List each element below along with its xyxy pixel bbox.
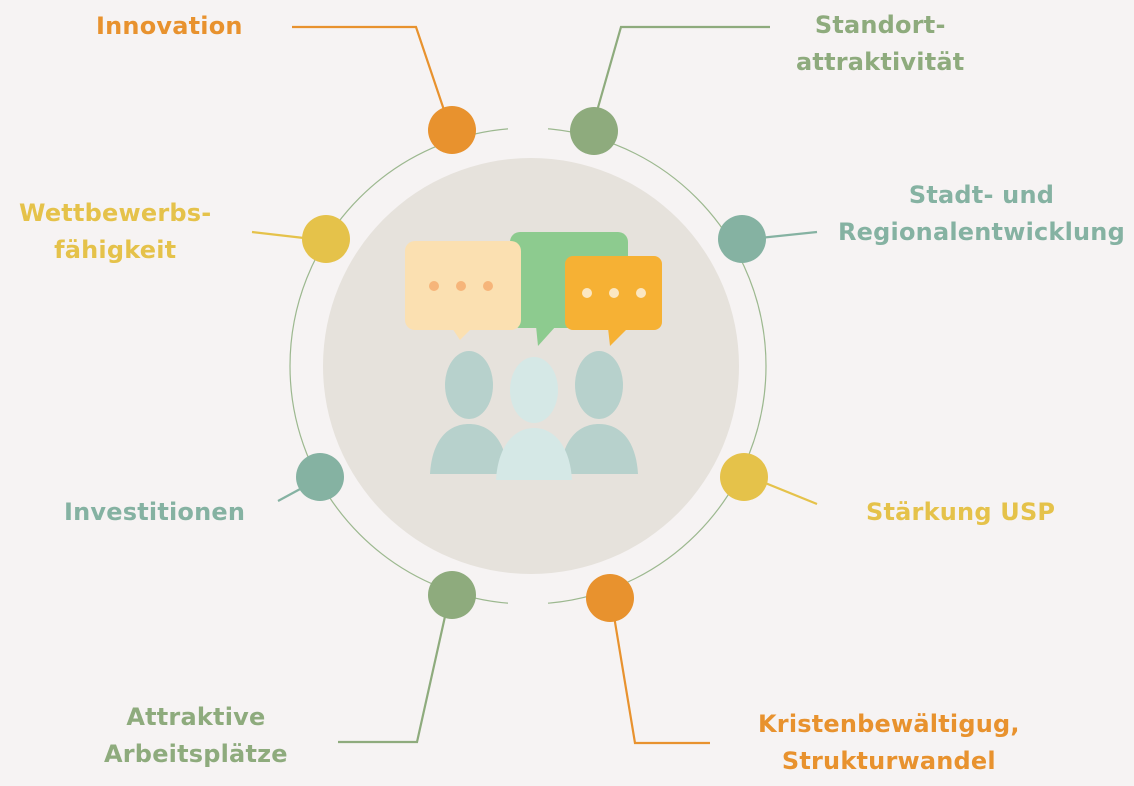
- label-line: Stärkung USP: [866, 498, 1056, 526]
- connector-standort: [595, 25, 770, 112]
- label-wettbewerbsfaehigkeit: Wettbewerbs- fähigkeit: [19, 195, 211, 269]
- connector-invest: [277, 487, 303, 502]
- label-line: Investitionen: [64, 498, 246, 526]
- connector-wettbewerb: [251, 230, 305, 240]
- label-line: Stadt- und: [908, 181, 1055, 209]
- person-right-icon: [560, 351, 638, 474]
- label-line: Arbeitsplätze: [104, 740, 288, 768]
- ring-gap-top: [508, 118, 548, 134]
- label-line: Regionalentwicklung: [838, 218, 1125, 246]
- label-stadt-regionalentwicklung: Stadt- und Regionalentwicklung: [838, 177, 1125, 251]
- label-investitionen: Investitionen: [64, 494, 245, 531]
- label-line: attraktivität: [796, 48, 965, 76]
- person-center-icon: [496, 357, 572, 480]
- speech-bubble-cream-icon: [405, 241, 521, 340]
- speech-bubble-orange-icon: [565, 256, 662, 346]
- node-usp: [720, 453, 768, 501]
- node-arbeit: [428, 571, 476, 619]
- label-line: Innovation: [96, 12, 243, 40]
- person-left-icon: [430, 351, 508, 474]
- label-line: Wettbewerbs-: [19, 199, 212, 227]
- connector-innovation: [292, 25, 446, 111]
- connector-arbeit: [338, 611, 448, 744]
- label-line: Attraktive: [126, 703, 266, 731]
- node-innovation: [428, 106, 476, 154]
- node-standort: [570, 107, 618, 155]
- ring-gap-bottom: [508, 598, 548, 614]
- label-staerkung-usp: Stärkung USP: [866, 494, 1055, 531]
- label-line: Strukturwandel: [781, 747, 996, 775]
- connector-kristen: [612, 615, 710, 745]
- label-line: fähigkeit: [54, 236, 177, 264]
- label-line: Standort-: [814, 11, 946, 39]
- connector-usp: [757, 478, 818, 506]
- connector-stadt: [759, 230, 818, 240]
- label-innovation: Innovation: [96, 8, 243, 45]
- node-wettbewerb: [302, 215, 350, 263]
- node-invest: [296, 453, 344, 501]
- label-krisenbewaeltigung: Kristenbewältigug, Strukturwandel: [758, 706, 1020, 780]
- node-stadt: [718, 215, 766, 263]
- label-standortattraktivitaet: Standort- attraktivität: [796, 7, 964, 81]
- node-kristen: [586, 574, 634, 622]
- label-line: Kristenbewältigug,: [758, 710, 1020, 738]
- label-attraktive-arbeitsplaetze: Attraktive Arbeitsplätze: [104, 699, 288, 773]
- discussion-people-icon: [405, 232, 662, 480]
